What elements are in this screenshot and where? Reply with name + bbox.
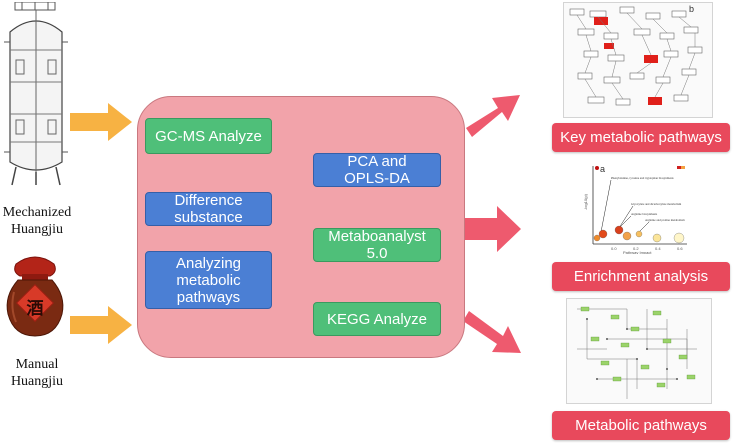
svg-text:Arginine biosynthesis: Arginine biosynthesis xyxy=(631,212,658,216)
difference-substance-box: Difference substance xyxy=(145,192,272,226)
manual-huangjiu-label: Manual Huangjiu xyxy=(10,357,64,389)
metabolic-pathway-map-thumbnail xyxy=(566,298,712,404)
enrichment-analysis-label: Enrichment analysis xyxy=(552,262,730,291)
orange-arrow-top xyxy=(70,103,132,141)
pca-oplsda-box: PCA and OPLS-DA xyxy=(313,153,441,187)
gcms-analyze-box: GC-MS Analyze xyxy=(145,118,272,154)
svg-text:Glyoxylate and dicarboxylate m: Glyoxylate and dicarboxylate metabolism xyxy=(631,202,682,206)
metaboanalyst-box: Metaboanalyst 5.0 xyxy=(313,228,441,262)
svg-text:0.2: 0.2 xyxy=(633,246,639,251)
thumbnail-panel-letter-b: b xyxy=(689,4,695,14)
pink-arrow-middle xyxy=(459,206,521,252)
fermentation-tank-illustration xyxy=(2,2,70,187)
svg-text:Phenylalanine, tyrosine and tr: Phenylalanine, tyrosine and tryptophan b… xyxy=(611,176,674,181)
pink-arrow-bottom xyxy=(463,311,521,353)
metabolic-pathways-label: Metabolic pathways xyxy=(552,411,730,440)
svg-text:0.6: 0.6 xyxy=(677,246,683,251)
svg-text:Arginine and proline metabolis: Arginine and proline metabolism xyxy=(645,218,685,222)
svg-text:0.0: 0.0 xyxy=(611,246,617,251)
enrichment-plot-thumbnail: 0.0 0.2 0.4 0.6 Pathway Impact -log10(p) Ph… xyxy=(583,162,689,254)
huangjiu-jar-illustration xyxy=(2,252,68,338)
mechanized-huangjiu-label: Mechanized Huangjiu xyxy=(2,205,72,237)
svg-text:0.4: 0.4 xyxy=(655,246,661,251)
pink-arrow-top xyxy=(466,95,520,137)
key-pathway-map-thumbnail xyxy=(563,2,713,118)
jar-character-label: 酒 xyxy=(26,299,44,319)
thumbnail-panel-letter-a: a xyxy=(600,164,606,174)
svg-text:Pathway Impact: Pathway Impact xyxy=(623,250,652,254)
kegg-analyze-box: KEGG Analyze xyxy=(313,302,441,336)
svg-text:-log10(p): -log10(p) xyxy=(583,193,588,210)
orange-arrow-bottom xyxy=(70,306,132,344)
key-metabolic-pathways-label: Key metabolic pathways xyxy=(552,123,730,152)
analyzing-pathways-box: Analyzing metabolic pathways xyxy=(145,251,272,309)
